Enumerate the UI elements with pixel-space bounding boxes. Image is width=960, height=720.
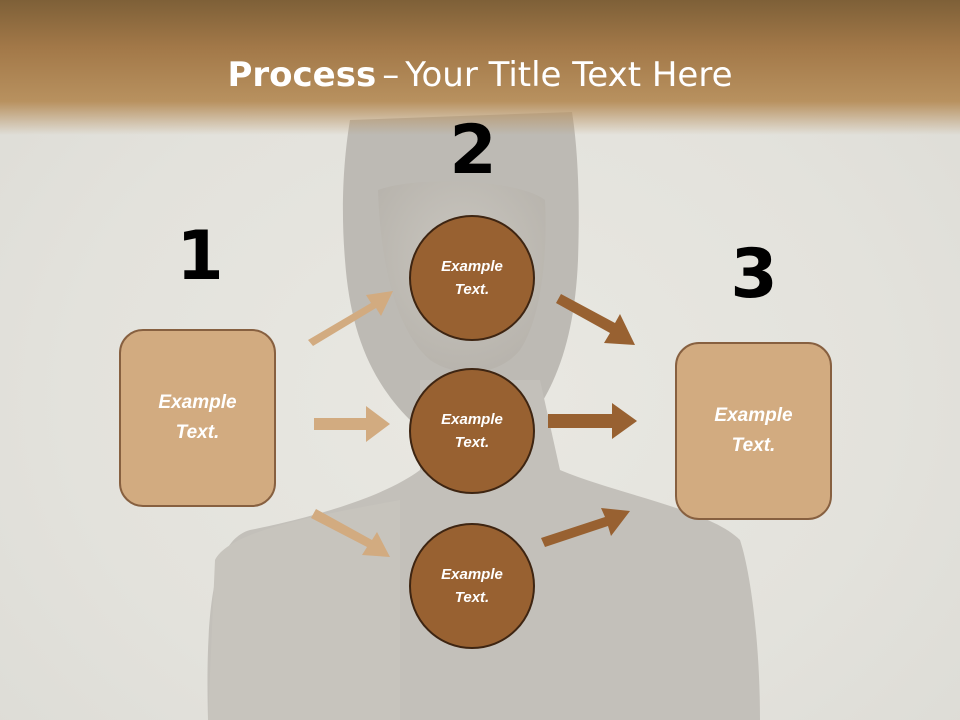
arrow-bottom-to-right	[541, 508, 630, 547]
circle-middle-text: Example Text.	[441, 411, 503, 451]
title-bold: Process	[227, 55, 377, 95]
arrow-top-to-right	[556, 294, 635, 345]
circle-middle[interactable]: Example Text.	[409, 368, 535, 494]
circle-bottom[interactable]: Example Text.	[409, 523, 535, 649]
arrow-left-to-bottom	[311, 509, 390, 557]
right-box-text: Example Text.	[714, 405, 793, 456]
circle-top[interactable]: Example Text.	[409, 215, 535, 341]
step-number-1: 1	[176, 217, 224, 296]
left-box-text: Example Text.	[158, 392, 237, 443]
title-rest: Your Title Text Here	[405, 55, 733, 95]
title-bar	[0, 0, 960, 135]
title-dash: –	[382, 55, 400, 95]
arrow-middle-to-right	[548, 403, 637, 439]
right-process-box[interactable]: Example Text.	[675, 342, 832, 520]
arrow-left-to-top	[308, 291, 393, 346]
step-number-2: 2	[449, 111, 497, 190]
slide-title: Process–Your Title Text Here	[0, 52, 960, 98]
left-process-box[interactable]: Example Text.	[119, 329, 276, 507]
circle-bottom-text: Example Text.	[441, 566, 503, 606]
circle-top-text: Example Text.	[441, 258, 503, 298]
arrow-left-to-middle	[314, 406, 390, 442]
step-number-3: 3	[730, 235, 778, 314]
